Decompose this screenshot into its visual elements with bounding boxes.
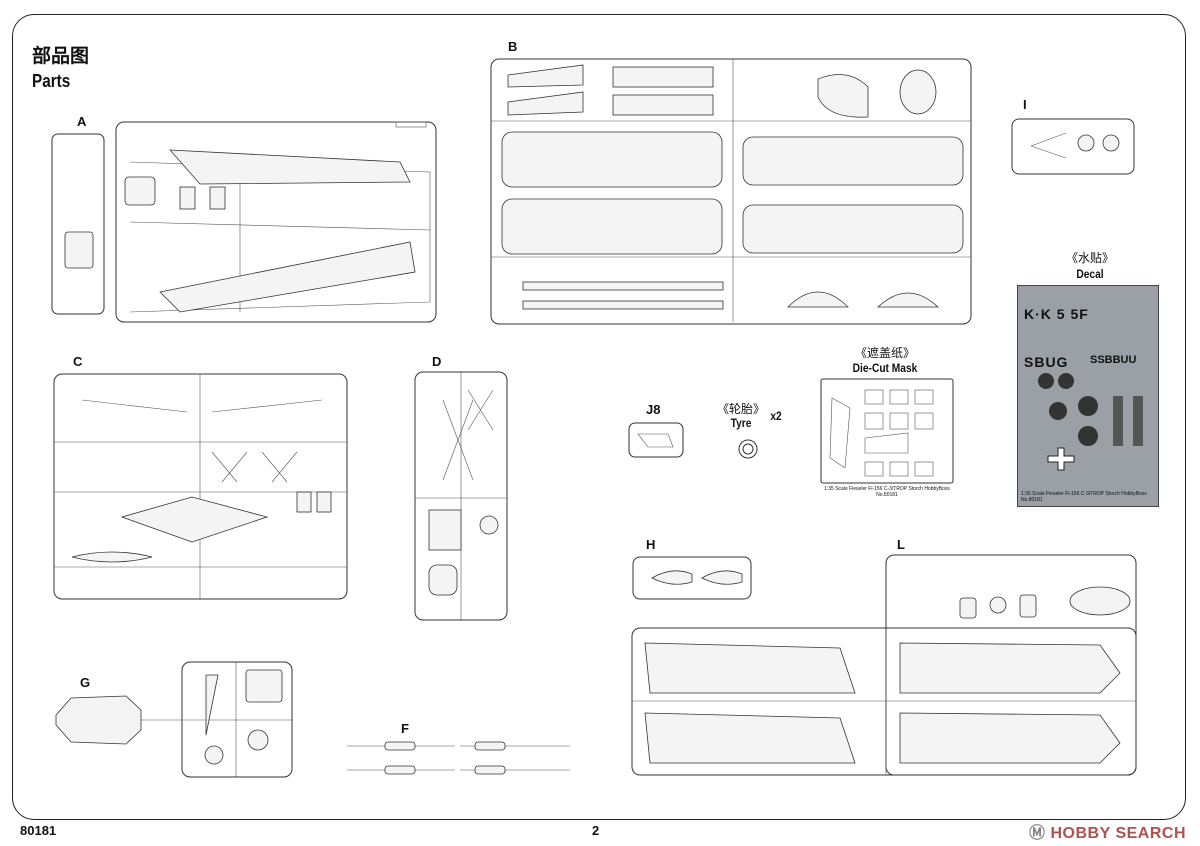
tyre-count: x2 — [770, 409, 782, 423]
sprue-c — [53, 373, 348, 600]
sprue-a — [51, 121, 437, 323]
decal-markings-row3: SSBBUU — [1090, 354, 1137, 366]
mask-caption: 1:35 Scale Fieseler Fi-156 C-3/TROP Stor… — [824, 486, 950, 498]
sprue-l-label: L — [897, 537, 905, 552]
decal-title-cn: 《水贴》 — [1065, 251, 1114, 265]
decal-caption: 1:35 Scale Fieseler Fi-156 C-3/TROP Stor… — [1021, 491, 1147, 503]
watermark-logo-icon: Ⓜ — [1029, 825, 1051, 842]
sprue-i-label: I — [1023, 97, 1027, 112]
decal-markings-row1: K·K 5 5F — [1024, 306, 1089, 322]
parts-title-cn: 部品图 — [32, 45, 90, 67]
sprue-b-label: B — [508, 39, 518, 54]
tyre-title-en: Tyre — [730, 416, 752, 430]
die-cut-mask — [820, 378, 954, 484]
sprue-h-label: H — [646, 537, 656, 552]
decal-sheet: K·K 5 5F SBUG SSBBUU 1:35 Scale Fieseler… — [1017, 285, 1159, 507]
decal-title-en: Decal — [1076, 267, 1104, 281]
sprue-g-label: G — [80, 675, 91, 690]
sprue-a-label: A — [77, 114, 87, 129]
sprue-d — [414, 371, 508, 621]
sprue-h — [632, 556, 752, 600]
sprue-b — [490, 58, 972, 325]
sprue-j8 — [628, 422, 684, 458]
mask-title-en: Die-Cut Mask — [852, 361, 918, 375]
sprue-i — [1011, 118, 1135, 175]
watermark: Ⓜ HOBBY SEARCH — [1029, 819, 1186, 843]
sprue-d-label: D — [432, 354, 442, 369]
decal-markings-row2: SBUG — [1024, 354, 1069, 370]
parts-title-en: Parts — [32, 71, 71, 91]
sprue-f-label: F — [401, 721, 409, 736]
product-code: 80181 — [20, 823, 57, 838]
sprue-c-label: C — [73, 354, 83, 369]
page-border — [12, 14, 1186, 820]
sprue-g — [55, 661, 293, 778]
sprue-j8-label: J8 — [646, 402, 661, 417]
sprue-l — [631, 554, 1137, 776]
sprue-f — [347, 741, 570, 775]
watermark-brand: HOBBY SEARCH — [1050, 825, 1186, 842]
tyre-part — [738, 439, 758, 459]
tyre-title-cn: 《轮胎》 — [716, 402, 765, 416]
mask-title-cn: 《遮盖纸》 — [854, 346, 915, 360]
page-number: 2 — [592, 823, 600, 838]
